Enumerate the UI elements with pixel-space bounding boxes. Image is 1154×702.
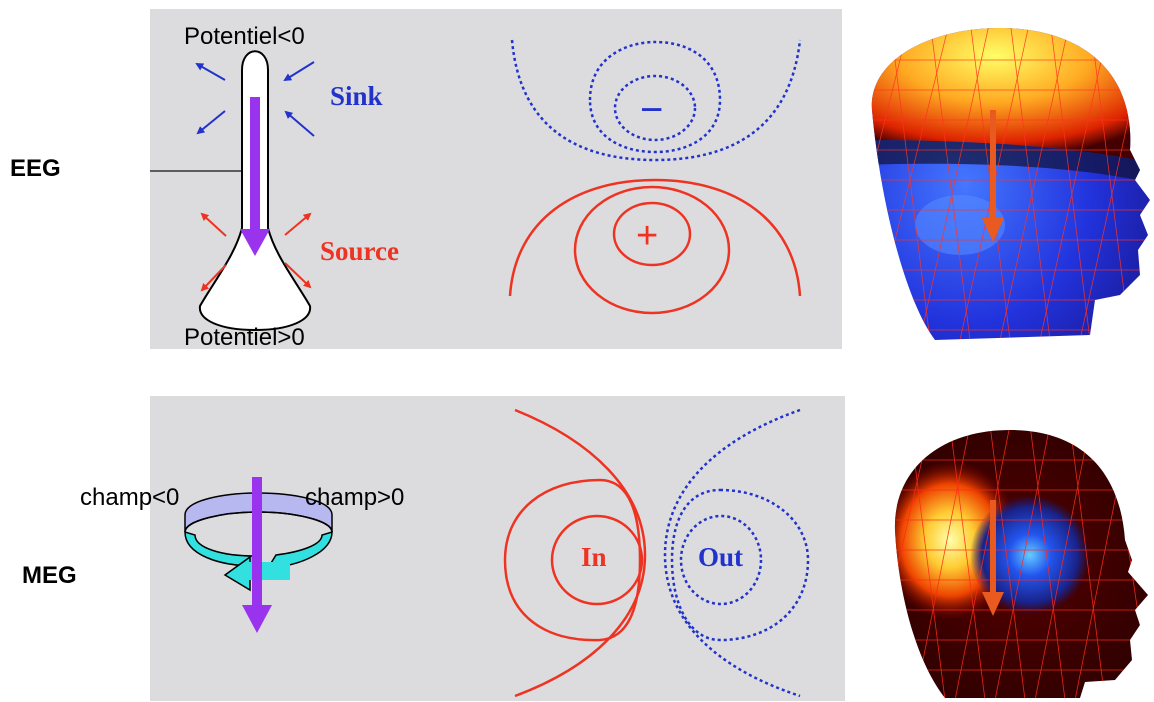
out-label: Out xyxy=(698,542,743,572)
current-loop-icon xyxy=(184,492,333,592)
meg-in-field-lines xyxy=(503,408,647,698)
meg-panel xyxy=(150,396,845,701)
meg-head-arrow xyxy=(982,500,1004,616)
eeg-head-arrow xyxy=(982,110,1004,242)
source-label: Source xyxy=(320,236,399,266)
eeg-negative-field-lines xyxy=(510,39,802,162)
sink-label: Sink xyxy=(330,81,383,111)
potential-positive-label: Potentiel>0 xyxy=(184,324,305,351)
head-model-meg xyxy=(894,430,1148,698)
eeg-positive-field-lines xyxy=(508,178,802,315)
plus-sign: + xyxy=(636,215,658,257)
field-negative-label: champ<0 xyxy=(80,484,179,511)
head-model-eeg xyxy=(871,28,1150,340)
field-positive-label: champ>0 xyxy=(305,484,404,511)
potential-negative-label: Potentiel<0 xyxy=(184,23,305,50)
eeg-row-label: EEG xyxy=(10,155,61,182)
source-arrows xyxy=(200,212,312,292)
dipole-arrow-icon xyxy=(240,97,270,256)
meg-out-field-lines xyxy=(663,408,810,698)
minus-sign: − xyxy=(640,88,663,132)
in-label: In xyxy=(581,542,607,572)
meg-row-label: MEG xyxy=(22,562,77,589)
meg-dipole-arrow xyxy=(242,477,272,633)
sink-arrows xyxy=(195,61,315,137)
